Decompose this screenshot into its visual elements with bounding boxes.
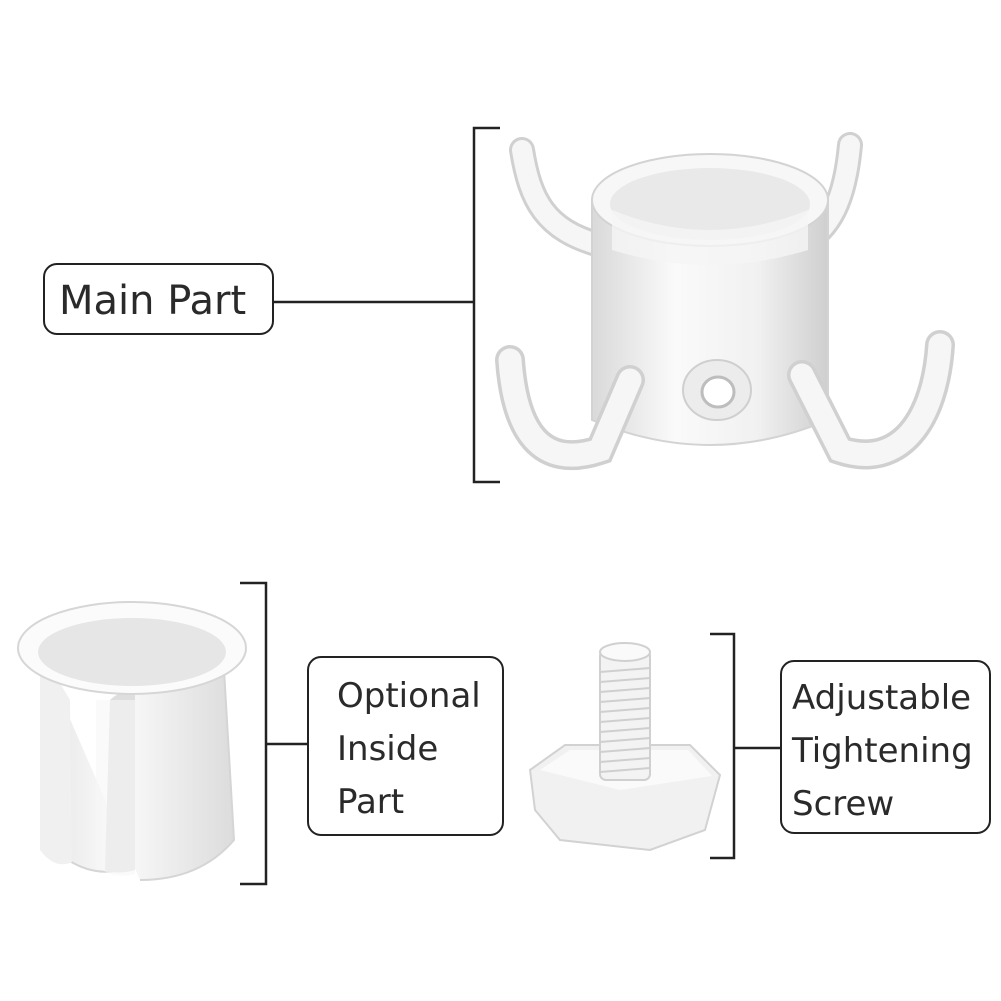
main-part-label-box: Main Part: [43, 263, 274, 335]
screw-label-box: Adjustable Tightening Screw: [780, 660, 991, 834]
inside-label-line-1: Optional: [337, 676, 481, 716]
screw-icon: [528, 642, 722, 852]
screw-label-line-2: Tightening: [792, 731, 973, 771]
inside-part-bracket: [240, 581, 307, 886]
screw-label-line-3: Screw: [792, 784, 895, 824]
main-part-label: Main Part: [59, 278, 247, 324]
inside-sleeve-icon: [17, 601, 247, 881]
main-part-bracket: [274, 126, 500, 484]
inside-part-label-box: Optional Inside Part: [307, 656, 504, 836]
inside-label-line-3: Part: [337, 782, 405, 822]
screw-bracket: [710, 632, 780, 860]
inside-label-line-2: Inside: [337, 729, 439, 769]
screw-label-line-1: Adjustable: [792, 678, 972, 718]
hook-main-part-icon: [495, 132, 955, 470]
